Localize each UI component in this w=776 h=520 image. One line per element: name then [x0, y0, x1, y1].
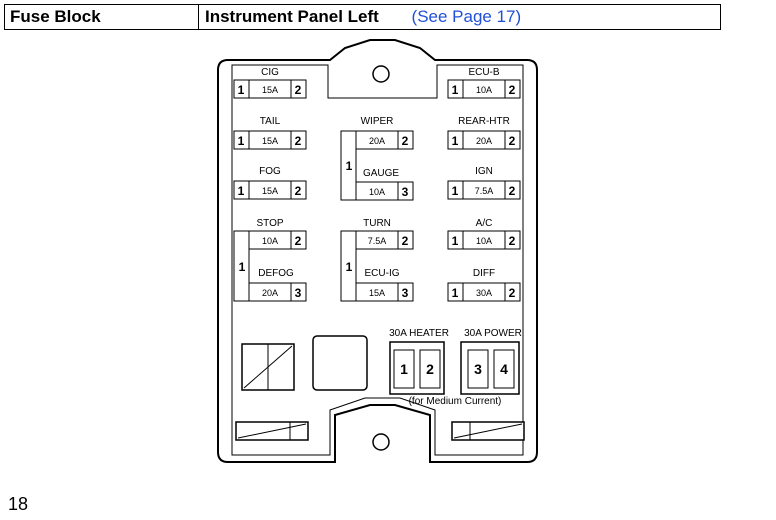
- fuse-label: DIFF: [473, 268, 495, 279]
- fuse-pin: 1: [452, 184, 459, 198]
- fuse-block-outline: [217, 39, 538, 463]
- fuse-label: GAUGE: [363, 168, 399, 179]
- fuse-rating: 10A: [476, 85, 492, 95]
- fuse-rating: 10A: [369, 187, 385, 197]
- breaker-power: 30A POWER 3 4: [460, 328, 522, 395]
- fuse-pin: 1: [452, 83, 459, 97]
- fuse-pin: 3: [402, 185, 409, 199]
- fuse-rating: 30A: [476, 288, 492, 298]
- fuse-pin: 1: [238, 184, 245, 198]
- connector-slot-bottom-left: [235, 421, 309, 441]
- fuse-pin: 1: [452, 286, 459, 300]
- fuse-ac: A/C 1 10A 2: [447, 218, 521, 250]
- fuse-rating: 7.5A: [475, 186, 494, 196]
- fuse-rating: 20A: [476, 136, 492, 146]
- fuse-label: DEFOG: [258, 268, 294, 279]
- fuse-label: ECU-IG: [365, 268, 400, 279]
- fuse-pin: 2: [295, 234, 302, 248]
- connector-slot-bottom-right: [451, 421, 525, 441]
- fuse-pin: 1: [239, 260, 246, 274]
- breaker-heater: 30A HEATER 1 2: [389, 328, 449, 395]
- fuse-pin: 2: [295, 134, 302, 148]
- fuse-stop-defog: STOP 1 10A 2 DEFOG 20A 3: [233, 218, 307, 302]
- relay-slot-left: [241, 343, 295, 391]
- fuse-rating: 15A: [369, 288, 385, 298]
- fuse-label: WIPER: [361, 116, 394, 127]
- fuse-ecu-b: ECU-B 1 10A 2: [447, 67, 521, 99]
- fuse-pin: 1: [238, 134, 245, 148]
- breaker-pin: 1: [400, 361, 408, 377]
- fuse-pin: 1: [452, 234, 459, 248]
- fuse-diff: DIFF 1 30A 2: [447, 268, 521, 302]
- fuse-label: TURN: [363, 218, 391, 229]
- fuse-label: IGN: [475, 166, 493, 177]
- relay-slot-blank: [312, 335, 368, 391]
- fuse-fog: FOG 1 15A 2: [233, 166, 307, 200]
- fuse-pin: 2: [509, 134, 516, 148]
- fuse-label: FOG: [259, 166, 281, 177]
- fuse-pin: 3: [402, 286, 409, 300]
- breaker-pin: 3: [474, 361, 482, 377]
- header-location: Instrument Panel Left: [205, 7, 379, 26]
- fuse-rating: 20A: [369, 136, 385, 146]
- breaker-pin: 2: [426, 361, 434, 377]
- fuse-rating: 10A: [476, 236, 492, 246]
- fuse-rating: 15A: [262, 186, 278, 196]
- header-location-cell: Instrument Panel Left (See Page 17): [199, 5, 720, 29]
- fuse-rating: 15A: [262, 85, 278, 95]
- breaker-label: 30A POWER: [464, 328, 522, 339]
- fuse-rating: 10A: [262, 236, 278, 246]
- fuse-ign: IGN 1 7.5A 2: [447, 166, 521, 200]
- fuse-label: ECU-B: [468, 67, 499, 78]
- fuse-block-inner-outline: [231, 64, 524, 456]
- fuse-label: REAR-HTR: [458, 116, 510, 127]
- fuse-tail: TAIL 1 15A 2: [233, 116, 307, 150]
- fuse-label: STOP: [256, 218, 283, 229]
- fuse-label: CIG: [261, 67, 279, 78]
- fuse-pin: 2: [402, 234, 409, 248]
- header-title: Fuse Block: [5, 5, 199, 29]
- fuse-rating: 20A: [262, 288, 278, 298]
- fuse-pin: 3: [295, 286, 302, 300]
- fuse-label: A/C: [476, 218, 493, 229]
- fuse-rating: 15A: [262, 136, 278, 146]
- fuse-turn-ecu-ig: TURN 1 7.5A 2 ECU-IG 15A 3: [340, 218, 414, 302]
- breaker-note: (for Medium Current): [409, 396, 502, 407]
- fuse-pin: 1: [346, 159, 353, 173]
- fuse-pin: 1: [452, 134, 459, 148]
- page-reference-link[interactable]: (See Page 17): [411, 7, 522, 26]
- page-number: 18: [8, 494, 29, 514]
- fuse-pin: 2: [295, 83, 302, 97]
- fuse-rating: 7.5A: [368, 236, 387, 246]
- fuse-pin: 2: [402, 134, 409, 148]
- fuse-wiper-gauge: WIPER 1 20A 2 GAUGE 10A 3: [340, 116, 414, 201]
- fuse-pin: 2: [509, 83, 516, 97]
- fuse-pin: 1: [238, 83, 245, 97]
- fuse-pin: 2: [509, 234, 516, 248]
- fuse-pin: 2: [295, 184, 302, 198]
- fuse-rear-htr: REAR-HTR 1 20A 2: [447, 116, 521, 150]
- fuse-pin: 2: [509, 184, 516, 198]
- fuse-pin: 2: [509, 286, 516, 300]
- fuse-label: TAIL: [260, 116, 281, 127]
- breaker-label: 30A HEATER: [389, 328, 449, 339]
- mounting-hole-top: [372, 65, 390, 83]
- breaker-pin: 4: [500, 361, 508, 377]
- fuse-pin: 1: [346, 260, 353, 274]
- fuse-cig: CIG 1 15A 2: [233, 67, 307, 99]
- header-table: Fuse Block Instrument Panel Left (See Pa…: [4, 4, 721, 30]
- mounting-hole-bottom: [372, 433, 390, 451]
